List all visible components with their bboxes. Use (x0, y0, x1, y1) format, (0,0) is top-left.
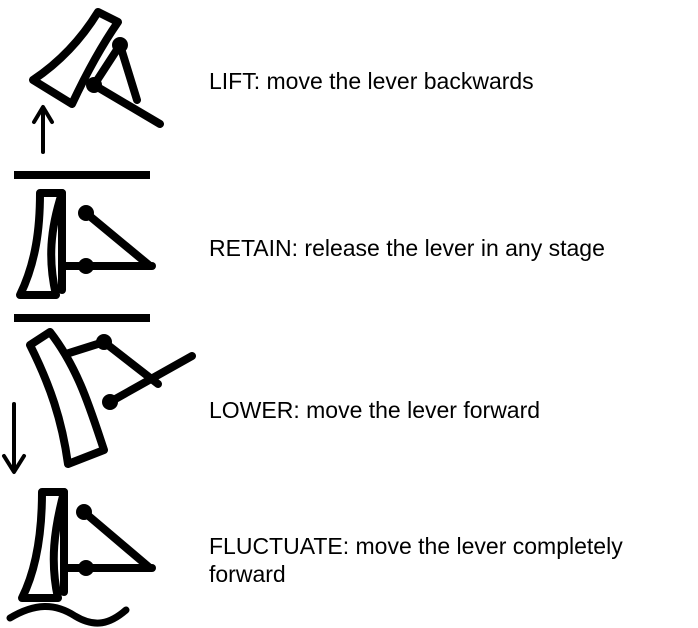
fluctuate-label-line-2: forward (209, 561, 286, 587)
fluctuate-label: FLUCTUATE: move the lever completely for… (209, 532, 623, 588)
blade-retain-icon (14, 189, 156, 322)
blade-fluctuate-icon (6, 488, 156, 627)
fluctuate-label-line-1: FLUCTUATE: move the lever completely (209, 533, 623, 559)
blade-lift-icon (14, 8, 164, 179)
retain-label: RETAIN: release the lever in any stage (209, 235, 605, 261)
blade-lower-icon (2, 328, 196, 474)
lift-label: LIFT: move the lever backwards (209, 68, 534, 94)
lower-label: LOWER: move the lever forward (209, 397, 541, 423)
